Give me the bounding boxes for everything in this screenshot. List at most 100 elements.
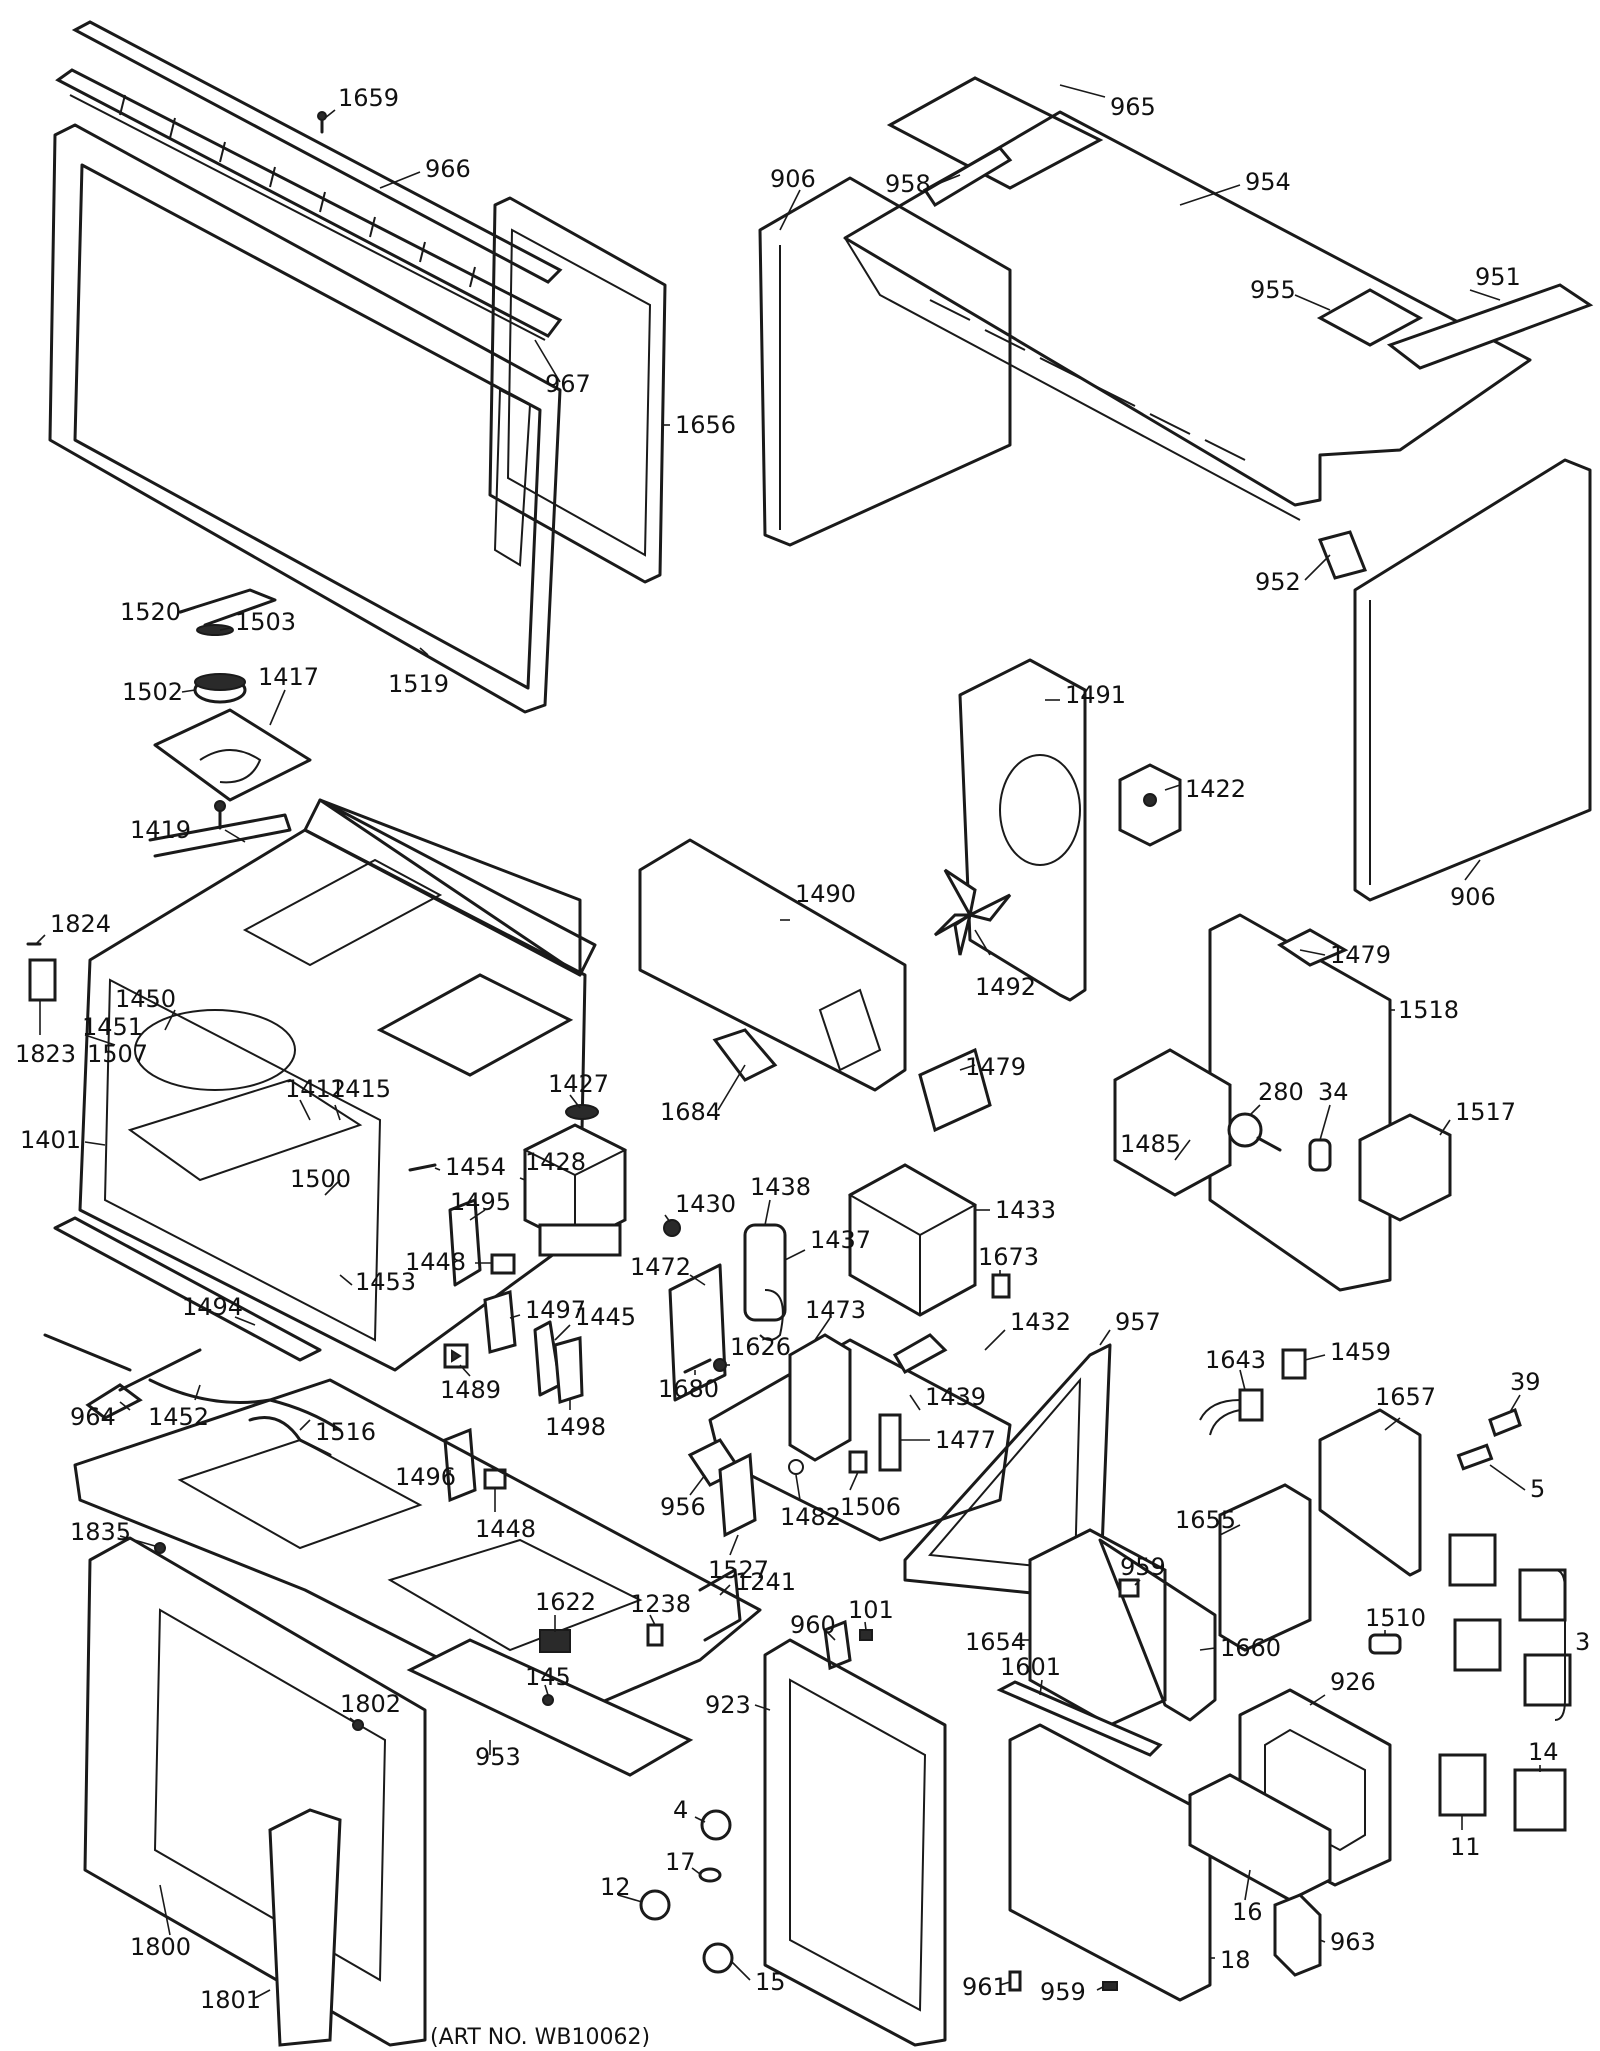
part-963-bracket <box>1273 1893 1322 1977</box>
label-1655: 1655 <box>1175 1506 1236 1534</box>
label-3: 3 <box>1575 1628 1590 1656</box>
part-923-frame <box>763 1638 947 2047</box>
label-1419: 1419 <box>130 816 191 844</box>
part-101-clip <box>859 1629 873 1641</box>
part-1472-bracket <box>668 1263 727 1402</box>
part-1433-transformer <box>847 1163 978 1317</box>
part-1477-strip <box>878 1413 902 1472</box>
label-1507: 1507 <box>87 1040 148 1068</box>
part-1660-bracket <box>1098 1538 1217 1722</box>
label-1516: 1516 <box>315 1418 376 1446</box>
part-1238-clip <box>646 1623 664 1647</box>
label-1492: 1492 <box>975 973 1036 1001</box>
label-955: 955 <box>1250 276 1296 304</box>
label-1459: 1459 <box>1330 1338 1391 1366</box>
label-1802: 1802 <box>340 1690 401 1718</box>
label-1497: 1497 <box>525 1296 586 1324</box>
label-1489: 1489 <box>440 1376 501 1404</box>
part-18-panel <box>1008 1723 1212 2002</box>
part-1427-gasket <box>565 1104 599 1120</box>
part-1510-part <box>1368 1633 1402 1655</box>
part-1503-clip <box>196 624 234 636</box>
label-1684: 1684 <box>660 1098 721 1126</box>
label-1835: 1835 <box>70 1518 131 1546</box>
part-959b-clip <box>1102 1981 1118 1991</box>
part-1502-stirrer <box>193 673 247 704</box>
art-number-caption: (ART NO. WB10062) <box>430 2025 650 2050</box>
part-1439-bracket <box>892 1333 948 1375</box>
label-5: 5 <box>1530 1475 1545 1503</box>
label-967: 967 <box>545 370 591 398</box>
part-1622-motor <box>539 1629 571 1653</box>
part-906-side-panel <box>758 176 1012 547</box>
label-1680: 1680 <box>658 1375 719 1403</box>
part-4-knob <box>700 1809 732 1841</box>
part-1643-harness <box>1199 1388 1264 1436</box>
label-1417: 1417 <box>258 663 319 691</box>
label-1479: 1479 <box>1330 941 1391 969</box>
label-280: 280 <box>1258 1078 1304 1106</box>
label-1401: 1401 <box>20 1126 81 1154</box>
label-926: 926 <box>1330 1668 1376 1696</box>
label-1502: 1502 <box>122 678 183 706</box>
label-11: 11 <box>1450 1833 1481 1861</box>
part-17-pin <box>698 1867 722 1883</box>
label-1824: 1824 <box>50 910 111 938</box>
label-1626: 1626 <box>730 1333 791 1361</box>
part-1454-fuse <box>408 1163 437 1172</box>
label-1427: 1427 <box>548 1070 609 1098</box>
part-1492-fan-blade <box>933 868 1012 956</box>
part-1657-cover <box>1318 1408 1422 1577</box>
part-1490-bracket <box>638 838 907 1092</box>
label-1510: 1510 <box>1365 1604 1426 1632</box>
part-906-right-panel <box>1353 458 1592 902</box>
part-1802-screw <box>352 1719 364 1731</box>
label-1495: 1495 <box>450 1188 511 1216</box>
label-1482: 1482 <box>780 1503 841 1531</box>
label-1660: 1660 <box>1220 1634 1281 1662</box>
part-1520-bracket <box>178 588 277 627</box>
part-1626-clip <box>713 1358 727 1372</box>
label-1430: 1430 <box>675 1190 736 1218</box>
label-963: 963 <box>1330 1928 1376 1956</box>
label-34: 34 <box>1318 1078 1349 1106</box>
label-1490: 1490 <box>795 880 856 908</box>
part-1473-board <box>788 1333 852 1462</box>
label-1496: 1496 <box>395 1463 456 1491</box>
label-1450: 1450 <box>115 985 176 1013</box>
part-1823-hinge <box>28 958 57 1002</box>
label-1432: 1432 <box>1010 1308 1071 1336</box>
label-961: 961 <box>962 1973 1008 2001</box>
part-1438-capacitor <box>743 1223 787 1341</box>
label-1673: 1673 <box>978 1243 1039 1271</box>
part-1680-fuse <box>683 1358 712 1374</box>
part-1496-bracket <box>443 1427 477 1503</box>
part-953-shelf <box>406 1638 694 1777</box>
part-base-pan <box>73 1378 762 1722</box>
label-1622: 1622 <box>535 1588 596 1616</box>
label-1485: 1485 <box>1120 1130 1181 1158</box>
part-1422-motor <box>1118 763 1182 847</box>
label-1654: 1654 <box>965 1628 1026 1656</box>
part-954-wrapper <box>843 110 1532 521</box>
label-1498: 1498 <box>545 1413 606 1441</box>
label-1477: 1477 <box>935 1426 996 1454</box>
label-1479b: 1479 <box>965 1053 1026 1081</box>
label-956: 956 <box>660 1493 706 1521</box>
part-951-plate <box>1386 283 1594 370</box>
part-1479-board <box>918 1047 992 1133</box>
part-3-switches <box>1448 1533 1572 1721</box>
part-955-patch <box>1316 288 1424 347</box>
part-1673-switch <box>991 1273 1011 1299</box>
label-966: 966 <box>425 155 471 183</box>
label-1433: 1433 <box>995 1196 1056 1224</box>
part-145-screw <box>542 1694 554 1706</box>
label-15: 15 <box>755 1968 786 1996</box>
label-1238: 1238 <box>630 1590 691 1618</box>
label-953: 953 <box>475 1743 521 1771</box>
label-960: 960 <box>790 1611 836 1639</box>
part-1518-board <box>1208 913 1392 1292</box>
part-1485-shield <box>1113 1048 1232 1197</box>
part-1428-magnetron <box>522 1123 628 1257</box>
